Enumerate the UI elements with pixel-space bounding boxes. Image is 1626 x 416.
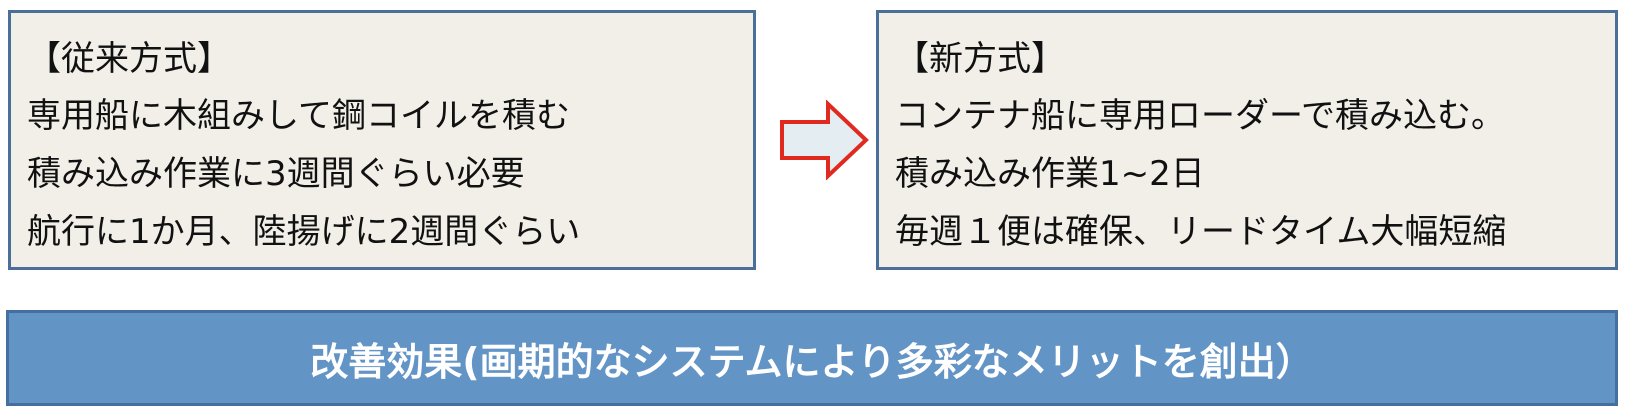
right-arrow-icon	[780, 100, 869, 180]
new-method-box: 【新方式】 コンテナ船に専用ローダーで積み込む。 積み込み作業1~2日 毎週１便…	[876, 10, 1618, 270]
new-method-line-2: 積み込み作業1~2日	[895, 154, 1205, 194]
old-method-heading: 【従来方式】	[27, 39, 231, 79]
effect-banner: 改善効果(画期的なシステムにより多彩なメリットを創出）	[6, 310, 1618, 406]
old-method-line-2: 積み込み作業に3週間ぐらい必要	[27, 154, 525, 194]
effect-label: 改善効果(画期的なシステムにより多彩なメリットを創出）	[310, 339, 1314, 384]
new-method-heading: 【新方式】	[895, 39, 1065, 79]
old-method-line-1: 専用船に木組みして鋼コイルを積む	[27, 96, 570, 136]
new-method-line-1: コンテナ船に専用ローダーで積み込む。	[895, 96, 1505, 136]
old-method-line-3: 航行に1か月、陸揚げに2週間ぐらい	[27, 212, 581, 252]
old-method-box: 【従来方式】 専用船に木組みして鋼コイルを積む 積み込み作業に3週間ぐらい必要 …	[8, 10, 756, 270]
new-method-line-3: 毎週１便は確保、リードタイム大幅短縮	[895, 212, 1507, 252]
